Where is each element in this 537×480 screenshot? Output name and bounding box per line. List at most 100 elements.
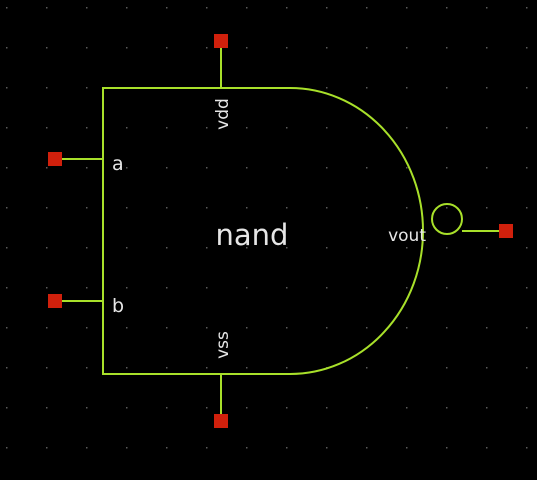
grid-dot [526, 47, 528, 49]
grid-dot [126, 327, 128, 329]
pin-vss-terminal[interactable] [214, 414, 228, 428]
grid-dot [446, 327, 448, 329]
grid-dot [126, 207, 128, 209]
grid-dot [6, 407, 8, 409]
grid-dot [406, 247, 408, 249]
grid-dot [446, 367, 448, 369]
grid-dot [6, 167, 8, 169]
grid-dot [446, 127, 448, 129]
grid-dot [166, 447, 168, 449]
grid-dot [286, 287, 288, 289]
grid-dot [486, 167, 488, 169]
grid-dot [406, 447, 408, 449]
grid-dot [126, 447, 128, 449]
grid-dot [366, 127, 368, 129]
grid-dot [326, 207, 328, 209]
grid-dot [206, 447, 208, 449]
grid-dot [46, 207, 48, 209]
grid-dot [286, 407, 288, 409]
grid-dot [206, 367, 208, 369]
grid-dot [526, 127, 528, 129]
grid-dot [286, 327, 288, 329]
grid-dot [46, 87, 48, 89]
grid-dot [406, 167, 408, 169]
grid-dot [366, 367, 368, 369]
grid-dot [126, 287, 128, 289]
grid-dot [286, 47, 288, 49]
grid-dot [46, 247, 48, 249]
grid-dot [446, 407, 448, 409]
grid-dot [126, 407, 128, 409]
grid-dot [326, 47, 328, 49]
grid-dot [526, 447, 528, 449]
grid-dot [86, 247, 88, 249]
grid-dot [46, 167, 48, 169]
grid-dot [446, 287, 448, 289]
grid-dot [526, 407, 528, 409]
grid-dot [446, 207, 448, 209]
grid-dot [286, 207, 288, 209]
grid-dot [446, 7, 448, 9]
pin-vout-label: vout [388, 226, 426, 246]
grid-dot [6, 47, 8, 49]
grid-dot [486, 287, 488, 289]
grid-dot [6, 87, 8, 89]
grid-dot [86, 207, 88, 209]
grid-dot [526, 87, 528, 89]
grid-dot [166, 7, 168, 9]
grid-dot [246, 167, 248, 169]
grid-dot [246, 287, 248, 289]
grid-dot [326, 407, 328, 409]
grid-dot [126, 247, 128, 249]
grid-dot [206, 327, 208, 329]
grid-dot [526, 207, 528, 209]
grid-dot [406, 87, 408, 89]
grid-dot [366, 447, 368, 449]
grid-dot [246, 367, 248, 369]
grid-dot [246, 7, 248, 9]
grid-dot [166, 207, 168, 209]
grid-dots [6, 7, 528, 449]
grid-dot [446, 47, 448, 49]
grid-dot [46, 127, 48, 129]
grid-dot [166, 127, 168, 129]
grid-dot [486, 247, 488, 249]
nand-gate-body[interactable] [102, 87, 424, 375]
grid-dot [326, 167, 328, 169]
grid-dot [486, 327, 488, 329]
grid-dot [406, 367, 408, 369]
grid-dot [406, 407, 408, 409]
pin-vdd-terminal[interactable] [214, 34, 228, 48]
grid-dot [326, 327, 328, 329]
grid-dot [366, 207, 368, 209]
grid-dot [526, 167, 528, 169]
grid-dot [126, 127, 128, 129]
grid-dot [166, 287, 168, 289]
grid-dot [526, 287, 528, 289]
grid-dot [366, 47, 368, 49]
pin-a-terminal[interactable] [48, 152, 62, 166]
cell-name-label: nand [216, 218, 289, 252]
grid-dot [46, 47, 48, 49]
grid-dot [6, 247, 8, 249]
pin-vout-terminal[interactable] [499, 224, 513, 238]
grid-dot [326, 247, 328, 249]
grid-dot [86, 287, 88, 289]
grid-dot [86, 87, 88, 89]
grid-dot [206, 247, 208, 249]
pin-b-terminal[interactable] [48, 294, 62, 308]
grid-dot [406, 327, 408, 329]
grid-dot [6, 127, 8, 129]
grid-dot [286, 7, 288, 9]
grid-dot [486, 87, 488, 89]
grid-dot [526, 247, 528, 249]
grid-dot [366, 407, 368, 409]
grid-dot [406, 7, 408, 9]
grid-dot [246, 127, 248, 129]
pin-vss-label: vss [213, 331, 233, 359]
grid-dot [246, 247, 248, 249]
grid-dot [86, 447, 88, 449]
grid-dot [126, 7, 128, 9]
grid-dot [6, 327, 8, 329]
